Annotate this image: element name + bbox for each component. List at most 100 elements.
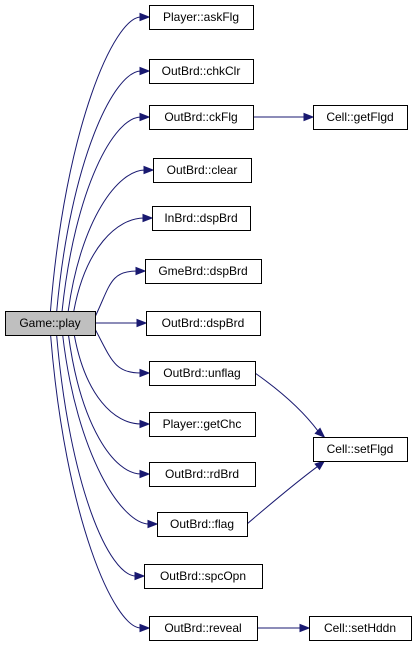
node-box <box>145 259 262 284</box>
edge-line <box>61 116 142 312</box>
node-cell-getflgd[interactable]: Cell::getFlgd <box>313 105 408 130</box>
node-box <box>149 5 254 30</box>
arrowhead <box>136 318 148 328</box>
node-box <box>149 616 258 641</box>
edge-game-play-to-inbrd-dspbrd <box>73 213 154 312</box>
node-box <box>149 59 254 84</box>
node-outbrd-clear[interactable]: OutBrd::clear <box>153 158 252 183</box>
node-box <box>149 361 256 386</box>
node-outbrd-ckflg[interactable]: OutBrd::ckFlg <box>149 105 254 130</box>
node-outbrd-chkclr[interactable]: OutBrd::chkClr <box>149 59 254 84</box>
call-nodes: Game::play Player::askFlgOutBrd::chkClrOu… <box>5 5 412 641</box>
node-outbrd-spcopn[interactable]: OutBrd::spcOpn <box>144 564 263 589</box>
node-label: OutBrd::ckFlg <box>164 110 237 124</box>
node-inbrd-dspbrd[interactable]: InBrd::dspBrd <box>152 206 251 231</box>
edge-line <box>254 372 319 432</box>
arrowhead <box>142 213 154 223</box>
node-label: OutBrd::spcOpn <box>160 569 246 583</box>
edge-game-play-to-outbrd-reveal <box>50 334 151 633</box>
node-label: InBrd::dspBrd <box>164 211 237 225</box>
node-box <box>144 564 263 589</box>
node-box <box>149 105 254 130</box>
edge-outbrd-ckflg-to-cell-getflgd <box>253 112 315 122</box>
arrowhead <box>314 427 326 438</box>
node-label: Cell::setFlgd <box>327 442 394 456</box>
node-outbrd-unflag[interactable]: OutBrd::unflag <box>149 361 256 386</box>
node-box <box>313 437 408 462</box>
edge-game-play-to-outbrd-spcopn <box>56 334 146 581</box>
edge-outbrd-reveal-to-cell-sethddn <box>257 623 311 633</box>
node-player-getchc[interactable]: Player::getChc <box>149 412 256 437</box>
node-gmebrd-dspbrd[interactable]: GmeBrd::dspBrd <box>145 259 262 284</box>
node-outbrd-flag[interactable]: OutBrd::flag <box>157 512 248 537</box>
node-box <box>149 462 256 487</box>
node-outbrd-rdbrd[interactable]: OutBrd::rdBrd <box>149 462 256 487</box>
arrowhead <box>135 266 147 276</box>
node-box <box>153 158 252 183</box>
node-label: Cell::setHddn <box>324 621 396 635</box>
call-edges <box>49 12 326 633</box>
arrowhead <box>147 519 159 529</box>
arrowhead <box>139 419 151 429</box>
node-outbrd-reveal[interactable]: OutBrd::reveal <box>149 616 258 641</box>
node-label: Player::askFlg <box>163 10 239 24</box>
edge-line <box>67 334 142 475</box>
edge-game-play-to-player-askflg <box>49 12 151 312</box>
edge-line <box>246 465 319 525</box>
arrowhead <box>139 66 151 76</box>
node-label: Cell::getFlgd <box>326 110 393 124</box>
arrowhead <box>139 112 151 122</box>
edge-game-play-to-player-getchc <box>73 334 151 429</box>
edge-game-play-to-gmebrd-dspbrd <box>94 266 147 318</box>
node-label: Game::play <box>19 316 80 330</box>
arrowhead <box>143 165 155 175</box>
node-box <box>157 512 248 537</box>
arrowhead <box>139 469 151 479</box>
node-label: OutBrd::flag <box>170 517 234 531</box>
edge-game-play-to-outbrd-chkclr <box>56 66 151 312</box>
edge-game-play-to-outbrd-ckflg <box>61 112 151 312</box>
edge-line <box>62 334 150 525</box>
edge-line <box>94 270 138 318</box>
arrowhead <box>299 623 311 633</box>
node-box <box>309 616 412 641</box>
edge-game-play-to-outbrd-unflag <box>94 328 151 378</box>
edge-game-play-to-outbrd-clear <box>67 165 155 312</box>
node-label: OutBrd::rdBrd <box>165 467 239 481</box>
arrowhead <box>139 623 151 633</box>
edge-game-play-to-outbrd-dspbrd <box>95 318 148 328</box>
edge-line <box>73 334 142 425</box>
edge-game-play-to-outbrd-flag <box>62 334 159 529</box>
node-cell-setflgd[interactable]: Cell::setFlgd <box>313 437 408 462</box>
edge-outbrd-flag-to-cell-setflgd <box>246 460 326 525</box>
edge-line <box>50 334 142 629</box>
node-label: OutBrd::reveal <box>164 621 241 635</box>
arrowhead <box>139 368 151 378</box>
arrowhead <box>314 460 326 471</box>
node-label: GmeBrd::dspBrd <box>158 264 247 278</box>
node-label: OutBrd::chkClr <box>162 64 241 78</box>
edge-line <box>56 334 137 577</box>
node-box <box>5 311 96 336</box>
node-box <box>152 206 251 231</box>
node-label: OutBrd::unflag <box>163 366 240 380</box>
edge-line <box>56 70 142 312</box>
node-label: OutBrd::clear <box>167 163 238 177</box>
node-outbrd-dspbrd[interactable]: OutBrd::dspBrd <box>146 311 261 336</box>
edge-game-play-to-outbrd-rdbrd <box>67 334 151 479</box>
edge-outbrd-unflag-to-cell-setflgd <box>254 372 326 438</box>
edge-line <box>94 328 142 374</box>
node-box <box>313 105 408 130</box>
node-label: Player::getChc <box>163 417 242 431</box>
arrowhead <box>134 571 146 581</box>
node-box <box>146 311 261 336</box>
edge-line <box>49 16 142 312</box>
node-game-play[interactable]: Game::play <box>5 311 96 336</box>
node-cell-sethddn[interactable]: Cell::setHddn <box>309 616 412 641</box>
edge-line <box>73 217 145 312</box>
node-player-askflg[interactable]: Player::askFlg <box>149 5 254 30</box>
node-label: OutBrd::dspBrd <box>162 316 245 330</box>
edge-line <box>67 169 146 312</box>
node-box <box>149 412 256 437</box>
